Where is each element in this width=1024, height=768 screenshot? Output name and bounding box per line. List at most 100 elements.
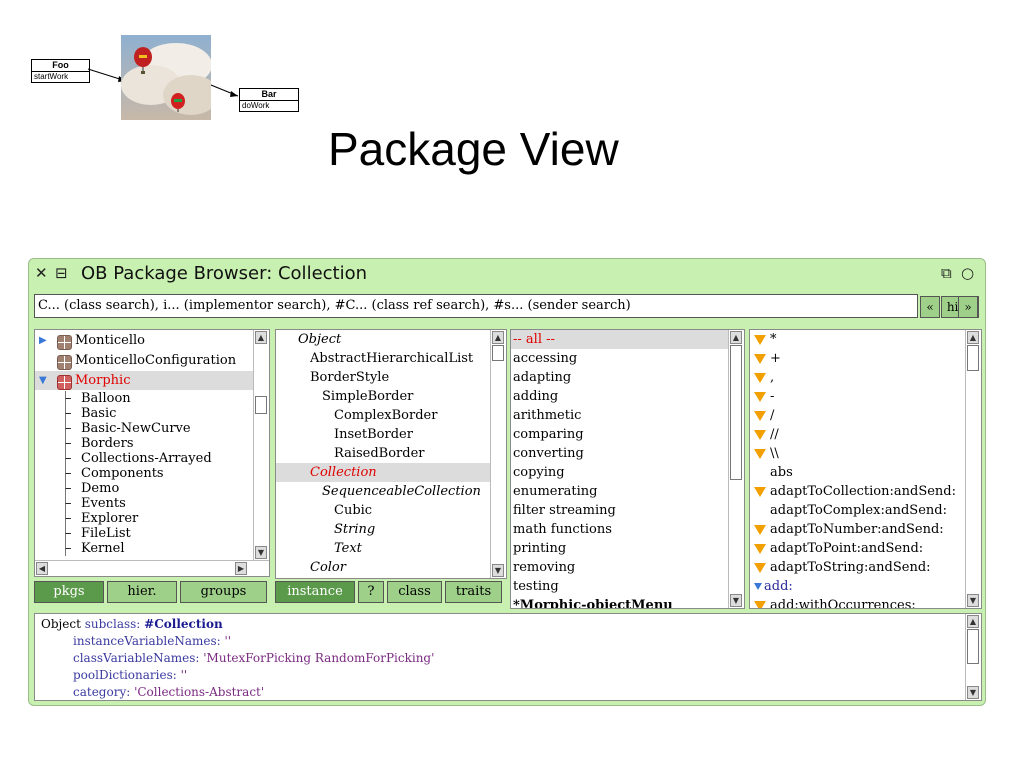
list-item-category[interactable]: converting <box>513 446 584 461</box>
list-item-category[interactable]: comparing <box>513 427 584 442</box>
search-input[interactable]: C... (class search), i... (implementor s… <box>34 294 918 318</box>
list-item-subpackage[interactable]: –Demo <box>65 481 120 496</box>
hier-button[interactable]: hier. <box>107 581 177 603</box>
list-item-subpackage[interactable]: –Events <box>65 496 126 511</box>
list-item-class[interactable]: SequenceableCollection <box>322 484 481 499</box>
list-item-subpackage[interactable]: –Basic-NewCurve <box>65 421 191 436</box>
scroll-down-icon[interactable]: ▼ <box>967 594 979 607</box>
code-scrollbar[interactable]: ▲ ▼ <box>965 614 981 700</box>
collapse-icon[interactable]: ⧉ <box>941 264 952 282</box>
list-item-method[interactable]: adaptToNumber:andSend: <box>750 520 965 539</box>
scroll-down-icon[interactable]: ▼ <box>492 564 504 577</box>
list-item-category[interactable]: math functions <box>513 522 612 537</box>
close-icon[interactable]: ✕ <box>35 264 48 282</box>
list-item-subpackage[interactable]: –Balloon <box>65 391 131 406</box>
traits-button[interactable]: traits <box>445 581 502 603</box>
methods-scrollbar[interactable]: ▲ ▼ <box>965 330 981 608</box>
expand-icon[interactable]: ○ <box>961 264 975 282</box>
methods-list[interactable]: * + , - / // \\ abs adaptToCollection:an… <box>750 330 965 608</box>
list-item-method[interactable]: \\ <box>750 444 965 463</box>
scroll-thumb[interactable] <box>255 396 267 414</box>
class-button[interactable]: class <box>387 581 442 603</box>
help-button[interactable]: ? <box>358 581 384 603</box>
list-item-class[interactable]: BorderStyle <box>310 370 390 385</box>
list-item-class[interactable]: Object <box>298 332 342 347</box>
list-item-category[interactable]: adding <box>513 389 559 404</box>
list-item-method[interactable]: + <box>750 349 965 368</box>
categories-list[interactable]: -- all -- accessing adapting adding arit… <box>511 330 728 608</box>
scroll-thumb[interactable] <box>492 345 504 361</box>
packages-scrollbar[interactable]: ▲ ▼ <box>253 330 269 560</box>
list-item-class[interactable]: AbstractHierarchicalList <box>310 351 474 366</box>
list-item-class[interactable]: String <box>334 522 376 537</box>
list-item-method[interactable]: add:withOccurrences: <box>750 596 965 608</box>
classes-list[interactable]: Object AbstractHierarchicalList BorderSt… <box>276 330 490 578</box>
list-item-subpackage[interactable]: –Borders <box>65 436 134 451</box>
scroll-up-icon[interactable]: ▲ <box>967 615 979 628</box>
list-item-category-selected[interactable]: -- all -- <box>511 330 728 349</box>
scroll-left-icon[interactable]: ◀ <box>36 562 48 575</box>
list-item-class[interactable]: Cubic <box>334 503 373 518</box>
list-item-method[interactable]: // <box>750 425 965 444</box>
list-item-subpackage[interactable]: –Components <box>65 466 164 481</box>
menu-icon[interactable]: ⊟ <box>55 264 68 282</box>
scroll-thumb[interactable] <box>967 345 979 371</box>
list-item-class[interactable]: SimpleBorder <box>322 389 414 404</box>
list-item-method[interactable]: adaptToCollection:andSend: <box>750 482 965 501</box>
list-item-category[interactable]: filter streaming <box>513 503 616 518</box>
groups-button[interactable]: groups <box>180 581 267 603</box>
classes-scrollbar[interactable]: ▲ ▼ <box>490 330 506 578</box>
scroll-up-icon[interactable]: ▲ <box>255 331 267 344</box>
list-item-subpackage[interactable]: –Collections-Arrayed <box>65 451 212 466</box>
scroll-thumb[interactable] <box>730 345 742 480</box>
list-item-category[interactable]: adapting <box>513 370 572 385</box>
scroll-right-icon[interactable]: ▶ <box>235 562 247 575</box>
list-item-method[interactable]: adaptToString:andSend: <box>750 558 965 577</box>
list-item-category[interactable]: enumerating <box>513 484 598 499</box>
list-item-package-selected[interactable]: ▼ Morphic <box>35 371 253 390</box>
list-item-method[interactable]: , <box>750 368 965 387</box>
list-item-subpackage[interactable]: –Basic <box>65 406 117 421</box>
list-item-category[interactable]: *Morphic-objectMenu <box>513 598 673 608</box>
scroll-down-icon[interactable]: ▼ <box>967 686 979 699</box>
pkgs-button[interactable]: pkgs <box>34 581 104 603</box>
list-item-category[interactable]: removing <box>513 560 576 575</box>
list-item-class[interactable]: Color <box>310 560 346 575</box>
list-item-category[interactable]: accessing <box>513 351 578 366</box>
categories-scrollbar[interactable]: ▲ ▼ <box>728 330 744 608</box>
scroll-up-icon[interactable]: ▲ <box>492 331 504 344</box>
scroll-thumb[interactable] <box>967 629 979 664</box>
list-item-category[interactable]: testing <box>513 579 559 594</box>
expand-arrow-icon[interactable]: ▶ <box>39 335 47 346</box>
list-item-method[interactable]: / <box>750 406 965 425</box>
list-item-class[interactable]: Text <box>334 541 362 556</box>
instance-button[interactable]: instance <box>275 581 355 603</box>
list-item-package[interactable]: MonticelloConfiguration <box>35 351 253 370</box>
list-item-package[interactable]: ▶ Monticello <box>35 331 253 350</box>
scroll-down-icon[interactable]: ▼ <box>730 594 742 607</box>
collapse-arrow-icon[interactable]: ▼ <box>39 375 47 386</box>
packages-list[interactable]: ▶ Monticello MonticelloConfiguration ▼ M… <box>35 330 253 560</box>
list-item-category[interactable]: copying <box>513 465 565 480</box>
list-item-category[interactable]: printing <box>513 541 567 556</box>
history-forward-button[interactable]: » <box>958 296 978 318</box>
list-item-class[interactable]: ComplexBorder <box>334 408 438 423</box>
list-item-method[interactable]: adaptToComplex:andSend: <box>770 503 947 518</box>
list-item-subpackage[interactable]: –Kernel <box>65 541 125 556</box>
list-item-method[interactable]: * <box>750 330 965 349</box>
scroll-up-icon[interactable]: ▲ <box>730 331 742 344</box>
packages-hscrollbar[interactable]: ◀ ▶ <box>35 560 269 576</box>
list-item-subpackage[interactable]: –Explorer <box>65 511 139 526</box>
code-editor[interactable]: Object subclass: #Collection instanceVar… <box>34 613 982 701</box>
list-item-class-selected[interactable]: Collection <box>276 463 490 482</box>
window-titlebar[interactable]: ✕ ⊟ OB Package Browser: Collection ⧉ ○ <box>29 259 985 289</box>
history-back-button[interactable]: « <box>920 296 940 318</box>
list-item-method[interactable]: adaptToPoint:andSend: <box>750 539 965 558</box>
list-item-category[interactable]: arithmetic <box>513 408 582 423</box>
list-item-subpackage[interactable]: –FileList <box>65 526 131 541</box>
list-item-class[interactable]: InsetBorder <box>334 427 413 442</box>
list-item-method[interactable]: - <box>750 387 965 406</box>
list-item-method[interactable]: abs <box>770 465 793 480</box>
list-item-class[interactable]: RaisedBorder <box>334 446 425 461</box>
scroll-down-icon[interactable]: ▼ <box>255 546 267 559</box>
